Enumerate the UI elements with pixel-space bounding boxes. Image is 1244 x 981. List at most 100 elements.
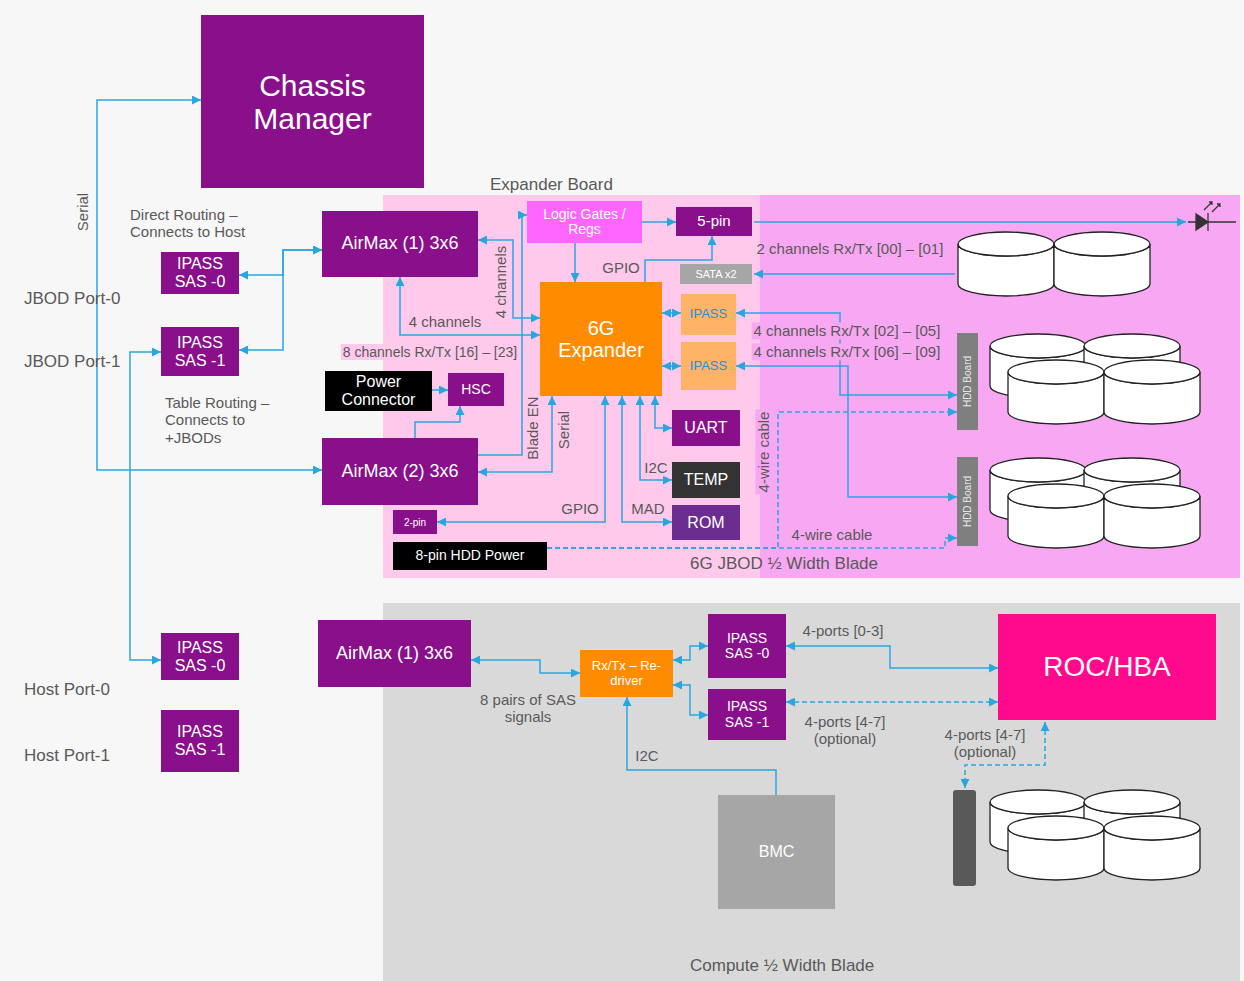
edge-label: 4-ports [4-7] (optional) [791,713,899,748]
disk-drive [990,790,1086,854]
box-label: Power Connector [329,373,428,408]
component-box: IPASS SAS -1 [161,327,239,376]
signal-connector [786,646,998,668]
signal-connector [437,396,605,522]
box-label: HSC [461,382,491,397]
component-box: ROM [672,505,740,540]
signal-connector [655,396,672,428]
box-label: IPASS SAS -0 [165,639,235,674]
edge-label: GPIO [600,259,642,276]
box-label: IPASS SAS -1 [165,723,235,758]
edge-label: 8 pairs of SAS signals [478,691,578,726]
component-box: BMC [718,795,835,909]
component-box: UART [672,410,740,446]
note-label: 4-ports [4-7] (optional) [933,726,1037,761]
board-title: 6G JBOD ½ Width Blade [690,554,878,574]
signal-connector [662,365,681,367]
board-title: Compute ½ Width Blade [690,956,874,976]
box-label: IPASS SAS -1 [712,699,782,730]
hdd-board: HDD Board [957,457,978,546]
edge-label: 4-wire cable [755,410,772,495]
box-label: AirMax (1) 3x6 [341,234,458,254]
signal-connector [547,538,957,548]
signal-connector [673,646,708,660]
signal-connector [736,366,957,497]
signal-connector [97,100,322,470]
box-label: Chassis Manager [206,69,419,135]
board-region: Compute ½ Width BladeAirMax (1) 3x6IPASS… [383,603,1240,981]
box-label: BMC [759,843,795,861]
signal-connector [239,250,322,275]
disk-drive [1104,360,1200,424]
signal-connector [239,250,322,350]
component-box: 2-pin [393,510,437,534]
signal-connector [432,389,448,391]
box-label: AirMax (2) 3x6 [341,462,458,482]
edge-label: Blade EN [524,394,541,461]
disk-drive [1084,458,1180,522]
drive-backplane [953,790,976,886]
edge-label: 4 channels Rx/Tx [02] – [05] [752,322,943,339]
edge-label: 4 channels [492,244,509,321]
component-box: HSC [448,373,504,406]
box-label: IPASS [690,359,727,373]
box-label: ROM [687,514,724,532]
edge-label: 4-wire cable [790,526,875,543]
component-box: 8-pin HDD Power [393,542,547,570]
box-label: SATA x2 [695,268,736,280]
note-label: 2 channels Rx/Tx [00] – [01] [755,240,946,257]
disk-drive [1104,816,1200,880]
box-label: TEMP [684,471,728,489]
disk-drive [1008,484,1104,548]
box-label: IPASS SAS -0 [712,631,782,662]
disk-drive [958,232,1054,296]
box-label: HDD Board [962,356,973,407]
box-label: IPASS SAS -0 [165,255,235,290]
disk-drive [1008,360,1104,424]
component-box: IPASS SAS -0 [161,252,239,294]
component-box: IPASS SAS -0 [708,614,786,678]
note-label: 8 channels Rx/Tx [16] – [23] [341,344,519,360]
edge-label: 4 channels [407,313,484,330]
signal-connector [622,396,672,522]
edge-label: GPIO [559,500,601,517]
sata-wire [754,273,955,275]
disk-drive [1084,334,1180,398]
edge-label: I2C [633,747,660,764]
box-label: 5-pin [697,213,730,230]
edge-label: Serial [555,409,572,451]
signal-connector [471,660,580,673]
component-box: TEMP [672,462,740,498]
disk-drive [1054,232,1150,296]
signal-connector [547,412,957,548]
component-box: AirMax (1) 3x6 [322,211,478,277]
disk-drive [1104,484,1200,548]
component-box: IPASS SAS -1 [161,710,239,772]
edge-label: 4 channels Rx/Tx [06] – [09] [752,343,943,360]
box-label: 2-pin [404,517,426,528]
backplane-band [202,200,372,981]
disk-drive [1084,790,1180,854]
signal-connector [478,215,527,455]
component-box: ROC/HBA [998,614,1216,720]
signal-connector [627,697,776,795]
signal-connector [645,236,712,282]
signal-connector [662,312,681,314]
signal-connector [400,277,540,335]
signal-connector [642,221,676,223]
signal-connector [673,685,708,715]
component-box: AirMax (1) 3x6 [318,620,471,687]
hdd-board: HDD Board [957,333,978,430]
component-box: Rx/Tx – Re-driver [580,650,673,697]
component-box: IPASS SAS -0 [161,633,239,680]
edge-label: Serial [74,191,91,233]
component-box: IPASS [681,342,736,390]
box-label: Logic Gates / Regs [532,207,637,238]
disk-drives [958,232,1200,880]
note-label: Direct Routing – Connects to Host [128,206,272,241]
signal-connector [640,396,672,480]
component-box: SATA x2 [680,264,752,284]
led-wire [754,221,1186,223]
